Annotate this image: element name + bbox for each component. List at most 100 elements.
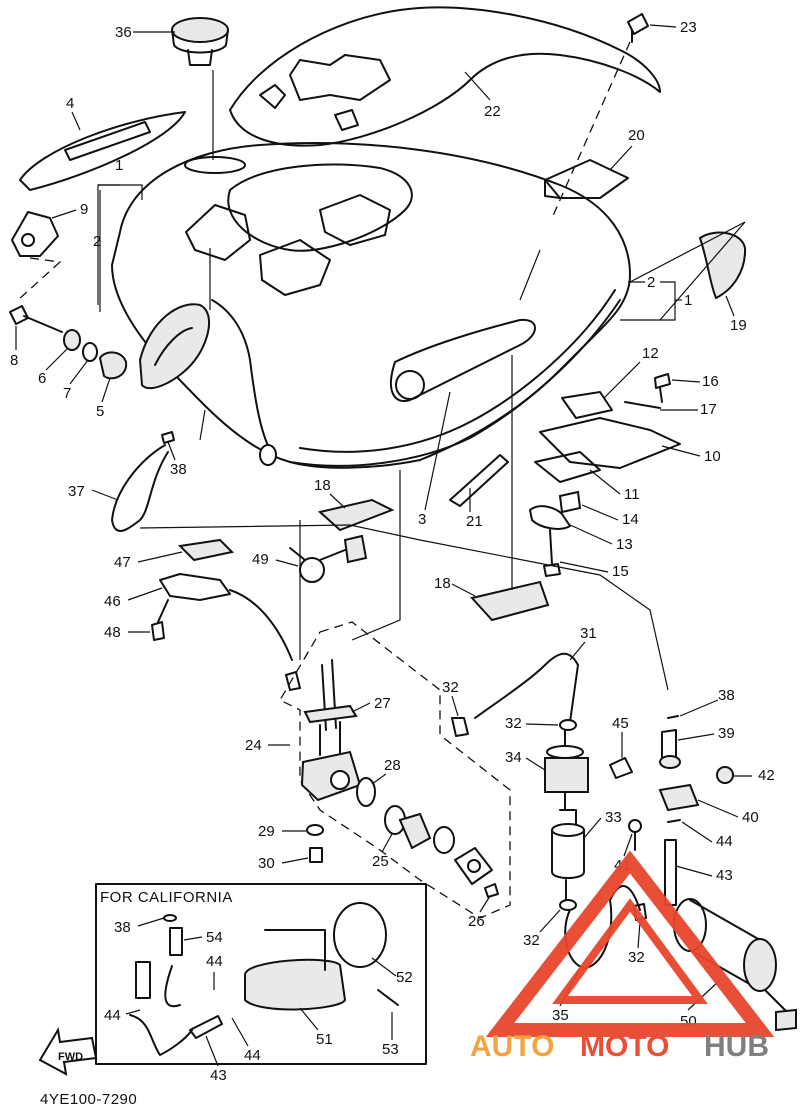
bracket-11: [534, 451, 601, 483]
callout-33: 33: [605, 809, 622, 826]
clip-32c: [559, 899, 577, 911]
bolt-48: [151, 599, 169, 641]
callout-6: 6: [38, 370, 46, 387]
callout-7: 7: [63, 385, 71, 402]
callout-26: 26: [468, 913, 485, 930]
fuel-cap: [171, 17, 229, 66]
fwd-arrow: [38, 1027, 98, 1076]
callout-1a: 1: [115, 157, 123, 174]
callout-40: 40: [742, 809, 759, 826]
bracket-40: [658, 783, 700, 812]
bolt-16: [654, 373, 671, 403]
seal-28: [356, 777, 376, 807]
hose-37: [111, 444, 169, 532]
side-bracket: [11, 211, 59, 257]
callout-1b: 1: [684, 292, 692, 309]
cock-cover: [398, 812, 493, 885]
emblem-strip: [19, 111, 186, 191]
callout-39: 39: [718, 725, 735, 742]
screw-23: [627, 13, 649, 43]
callout-49: 49: [252, 551, 269, 568]
callout-15: 15: [612, 563, 629, 580]
callout-52: 52: [396, 969, 413, 986]
callout-18b: 18: [434, 575, 451, 592]
callout-51: 51: [316, 1031, 333, 1048]
callout-29: 29: [258, 823, 275, 840]
side-cover-19: [698, 231, 747, 300]
connector-49: [289, 534, 368, 583]
callout-16: 16: [702, 373, 719, 390]
bolt-30: [309, 847, 323, 863]
callout-12: 12: [642, 345, 659, 362]
valve-39: [659, 729, 681, 769]
bolt-15: [543, 529, 561, 577]
sender-47: [177, 538, 235, 562]
callout-17: 17: [700, 401, 717, 418]
callout-27: 27: [374, 695, 391, 712]
callout-11: 11: [624, 486, 640, 503]
callout-14: 14: [622, 511, 639, 528]
callout-3: 3: [418, 511, 426, 528]
callout-24: 24: [245, 737, 262, 754]
watermark: AUTO MOTO HUB: [470, 850, 775, 1063]
callout-38c: 38: [114, 919, 131, 936]
washer-29: [306, 824, 324, 836]
callout-38a: 38: [170, 461, 187, 478]
pad-12: [561, 391, 613, 419]
strip-21: [449, 454, 509, 507]
callout-44c: 44: [104, 1007, 121, 1024]
callout-28: 28: [384, 757, 401, 774]
callout-31: 31: [580, 625, 597, 642]
callout-2a: 2: [93, 233, 101, 250]
callout-30: 30: [258, 855, 275, 872]
callout-47: 47: [114, 554, 131, 571]
callout-45: 45: [612, 715, 629, 732]
callout-54: 54: [206, 929, 223, 946]
callout-48: 48: [104, 624, 121, 641]
collar-14: [558, 490, 582, 514]
callout-25: 25: [372, 853, 389, 870]
callout-32c: 32: [523, 932, 540, 949]
callout-13: 13: [616, 536, 633, 553]
callout-43b: 43: [210, 1067, 227, 1084]
callout-37: 37: [68, 483, 85, 500]
seat-bracket: [229, 6, 661, 147]
watermark-triangle-icon: [485, 850, 775, 1037]
clip-45: [609, 757, 633, 779]
fuel-cock-24: [300, 659, 362, 802]
callout-4: 4: [66, 95, 74, 112]
callout-21: 21: [466, 513, 483, 530]
fwd-arrow-label: FWD: [58, 1051, 83, 1063]
pad-18b: [470, 580, 550, 622]
callout-8: 8: [10, 352, 18, 369]
rear-plate-10: [539, 417, 681, 469]
watermark-auto: AUTO: [470, 1030, 554, 1063]
clip-32a: [451, 717, 469, 737]
callout-46: 46: [104, 593, 121, 610]
hose-43: [664, 839, 677, 906]
fuel-tank: [111, 142, 631, 469]
clip-38b: [667, 715, 679, 719]
callout-2b: 2: [647, 274, 655, 291]
callout-34: 34: [505, 749, 522, 766]
sender-46: [159, 573, 293, 661]
hose-31: [474, 652, 579, 723]
callout-labels: 36 4 1 2 9 8 6 7 5 38 37 18 47 49 46 48 …: [10, 19, 775, 1108]
callout-44d: 44: [244, 1047, 261, 1064]
drawing-code: 4YE100-7290: [40, 1091, 137, 1108]
california-box-title: FOR CALIFORNIA: [100, 889, 233, 906]
screw-26: [484, 883, 499, 898]
callout-36: 36: [115, 24, 132, 41]
fuel-pump-50: [673, 898, 797, 1032]
callout-44a: 44: [716, 833, 733, 850]
callout-5: 5: [96, 403, 104, 420]
callout-32d: 32: [628, 949, 645, 966]
callout-19: 19: [730, 317, 747, 334]
bolt-41: [628, 819, 642, 851]
plate-13: [529, 505, 571, 530]
callout-22: 22: [484, 103, 501, 120]
callout-20: 20: [628, 127, 645, 144]
clip-38a: [161, 431, 175, 444]
clip-32b: [559, 719, 577, 731]
